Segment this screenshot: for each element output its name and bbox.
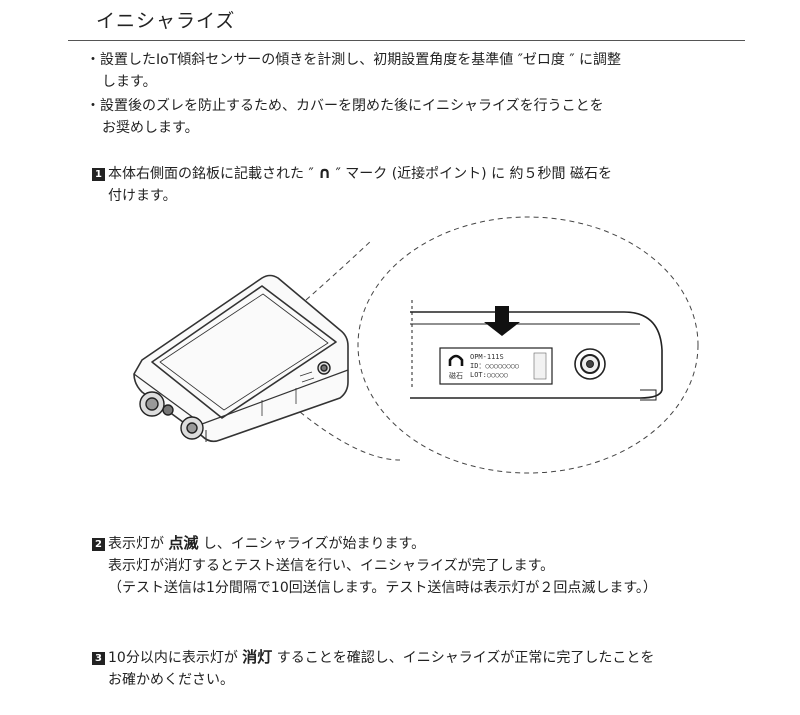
step-3-bold: 消灯 [242,648,273,666]
step-2-bold: 点滅 [168,534,199,552]
step-1-text-a: 本体右側面の銘板に記載された ″ [108,166,314,182]
bullet-1-line-1: ・設置したIoT傾斜センサーの傾きを計測し、初期設置角度を基準値 ″ゼロ度 ″ … [86,52,622,68]
bullet-1: ・設置したIoT傾斜センサーの傾きを計測し、初期設置角度を基準値 ″ゼロ度 ″ … [86,49,621,93]
step-2-text-b: し、イニシャライズが始まります。 [202,536,426,552]
bullet-2-line-1: ・設置後のズレを防止するため、カバーを閉めた後にイニシャライズを行うことを [86,98,604,114]
cable-glands [139,361,331,440]
bullet-2: ・設置後のズレを防止するため、カバーを閉めた後にイニシャライズを行うことを お奨… [86,95,604,139]
step-2-number: 2 [92,538,105,551]
nameplate: 磁石 OPM-111S ID：○○○○○○○○ LOT:○○○○○ [439,347,553,385]
step-1-number: 1 [92,168,105,181]
nameplate-model: OPM-111S [470,353,504,361]
step-3-text-a: 10分以内に表示灯が [108,650,238,666]
step-2-text-a: 表示灯が [108,536,164,552]
title-divider [68,40,745,41]
step-3-number: 3 [92,652,105,665]
step-2-line-3: （テスト送信は1分間隔で10回送信します。テスト送信時は表示灯が２回点滅します。… [108,580,657,596]
nameplate-id: ID：○○○○○○○○ [470,362,519,370]
bullet-2-line-2: お奨めします。 [102,120,199,136]
magnet-mark-symbol: ∩ [318,163,332,182]
step-3-line-2: お確かめください。 [108,672,234,688]
nameplate-lot: LOT:○○○○○ [470,371,508,379]
down-arrow-icon [484,306,520,336]
step-1-text-b: ″ マーク (近接ポイント) に 約５秒間 磁石を [335,166,612,182]
step-2-line-2: 表示灯が消灯するとテスト送信を行い、イニシャライズが完了します。 [108,558,555,574]
bullet-1-line-2: します。 [102,74,157,90]
nameplate-cert-marks [533,352,547,380]
page-title: イニシャライズ [96,10,236,32]
connector-port [574,348,606,380]
nameplate-magnet-label: 磁石 [449,371,463,380]
sensor-device [133,274,349,443]
zoom-callout [299,216,699,474]
step-3-text-b: することを確認し、イニシャライズが正常に完了したことを [276,650,655,666]
step-1-line-2: 付けます。 [108,188,177,204]
